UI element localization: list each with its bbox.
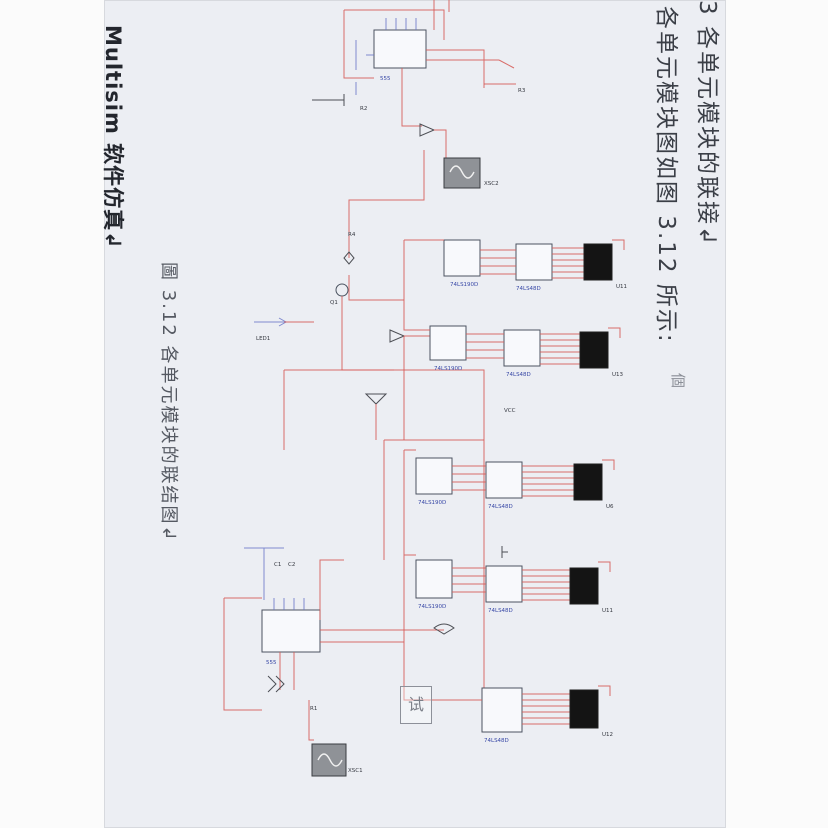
decoder-chip-3 bbox=[485, 461, 523, 499]
svg-text:74LS190D: 74LS190D bbox=[450, 282, 478, 288]
svg-text:74LS190D: 74LS190D bbox=[418, 604, 446, 610]
svg-text:Q1: Q1 bbox=[330, 300, 338, 306]
circuit-schematic: .w-red { stroke: #d65a55; stroke-width: … bbox=[223, 0, 627, 777]
seven-segment-display-4 bbox=[569, 567, 599, 605]
svg-text:74LS48D: 74LS48D bbox=[488, 504, 513, 510]
watermark-glyph: 试 bbox=[400, 686, 432, 724]
xsc1-oscilloscope bbox=[311, 743, 347, 777]
bottom-555-chip bbox=[261, 609, 321, 653]
svg-text:U11: U11 bbox=[616, 284, 627, 290]
seven-segment-display-3 bbox=[573, 463, 603, 501]
svg-text:74LS48D: 74LS48D bbox=[484, 738, 509, 744]
svg-text:U6: U6 bbox=[606, 504, 614, 510]
svg-text:C2: C2 bbox=[288, 562, 295, 568]
counter-chip-2 bbox=[429, 325, 467, 361]
component-labels: 555 74LS190D 74LS48D 74LS190D 74LS48D 74… bbox=[256, 76, 627, 744]
svg-text:XSC2: XSC2 bbox=[484, 181, 499, 187]
svg-text:VCC: VCC bbox=[504, 408, 516, 414]
svg-text:74LS190D: 74LS190D bbox=[434, 366, 462, 372]
svg-text:XSC1: XSC1 bbox=[348, 768, 363, 774]
decoder-chip-5 bbox=[481, 687, 523, 733]
counter-chip-1 bbox=[443, 239, 481, 277]
counter-chip-3 bbox=[415, 457, 453, 495]
counter-chip-4 bbox=[415, 559, 453, 599]
left-margin-background bbox=[0, 0, 104, 828]
decoder-chip-4 bbox=[485, 565, 523, 603]
decoder-chip-2 bbox=[503, 329, 541, 367]
decoder-chip-1 bbox=[515, 243, 553, 281]
seven-segment-display-5 bbox=[569, 689, 599, 729]
svg-text:R1: R1 bbox=[310, 706, 317, 712]
document-page bbox=[104, 0, 726, 828]
svg-text:74LS48D: 74LS48D bbox=[488, 608, 513, 614]
seven-segment-display-2 bbox=[579, 331, 609, 369]
svg-text:U12: U12 bbox=[602, 732, 613, 738]
seven-segment-display-1 bbox=[583, 243, 613, 281]
svg-text:74LS48D: 74LS48D bbox=[506, 372, 531, 378]
svg-text:555: 555 bbox=[380, 76, 391, 82]
right-margin-background bbox=[726, 0, 828, 828]
svg-text:U13: U13 bbox=[612, 372, 624, 378]
counter-chain bbox=[254, 239, 625, 733]
svg-text:R2: R2 bbox=[360, 106, 367, 112]
svg-text:U11: U11 bbox=[602, 608, 613, 614]
bottom-oscillator-block: XSC1 bbox=[223, 547, 455, 777]
svg-text:LED1: LED1 bbox=[256, 336, 270, 342]
svg-text:555: 555 bbox=[266, 660, 277, 666]
svg-text:C1: C1 bbox=[274, 562, 281, 568]
svg-text:R3: R3 bbox=[518, 88, 526, 94]
svg-text:74LS190D: 74LS190D bbox=[418, 500, 446, 506]
svg-text:R4: R4 bbox=[348, 232, 356, 238]
svg-text:74LS48D: 74LS48D bbox=[516, 286, 541, 292]
top-555-chip bbox=[373, 29, 427, 69]
top-oscillator-block: XSC2 bbox=[312, 0, 516, 240]
